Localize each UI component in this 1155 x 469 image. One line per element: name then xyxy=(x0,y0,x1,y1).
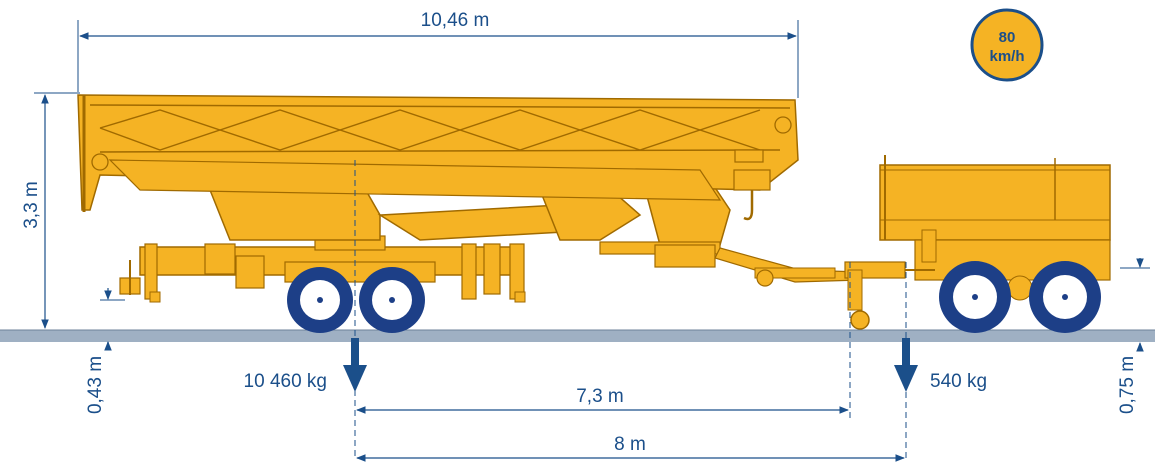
front-clearance-label: 0,43 m xyxy=(85,356,106,414)
dim-rear-clearance: 0,75 m xyxy=(1117,258,1150,414)
dim-wheelbase-span: 7,3 m xyxy=(356,262,851,420)
trailer-truck xyxy=(879,155,1111,301)
overall-length-label: 10,46 m xyxy=(421,10,490,31)
rear-load-label: 540 kg xyxy=(930,371,987,392)
dim-load-span: 8 m xyxy=(356,434,905,462)
speed-value: 80 xyxy=(999,29,1016,46)
dim-height: 3,3 m xyxy=(21,92,80,329)
speed-unit: km/h xyxy=(989,48,1024,65)
wheel-front-1 xyxy=(287,267,353,333)
rear-clearance-label: 0,75 m xyxy=(1117,356,1138,414)
ground-band xyxy=(0,330,1155,342)
front-load-arrow: 10 460 kg xyxy=(244,160,367,460)
height-label: 3,3 m xyxy=(21,181,42,229)
wheelbase-span-label: 7,3 m xyxy=(576,386,624,407)
wheel-rear-2 xyxy=(1029,261,1101,333)
dim-overall-length: 10,46 m xyxy=(77,10,799,98)
rear-load-arrow: 540 kg xyxy=(894,262,987,460)
wheel-front-2 xyxy=(359,267,425,333)
wheels xyxy=(287,261,1101,333)
crane-boom xyxy=(77,94,799,221)
dim-front-clearance: 0,43 m xyxy=(85,288,125,414)
speed-badge: 80 km/h xyxy=(970,8,1044,82)
jockey-wheel xyxy=(850,310,870,330)
wheel-rear-1 xyxy=(939,261,1011,333)
front-load-label: 10 460 kg xyxy=(244,371,327,392)
load-span-label: 8 m xyxy=(614,434,646,455)
